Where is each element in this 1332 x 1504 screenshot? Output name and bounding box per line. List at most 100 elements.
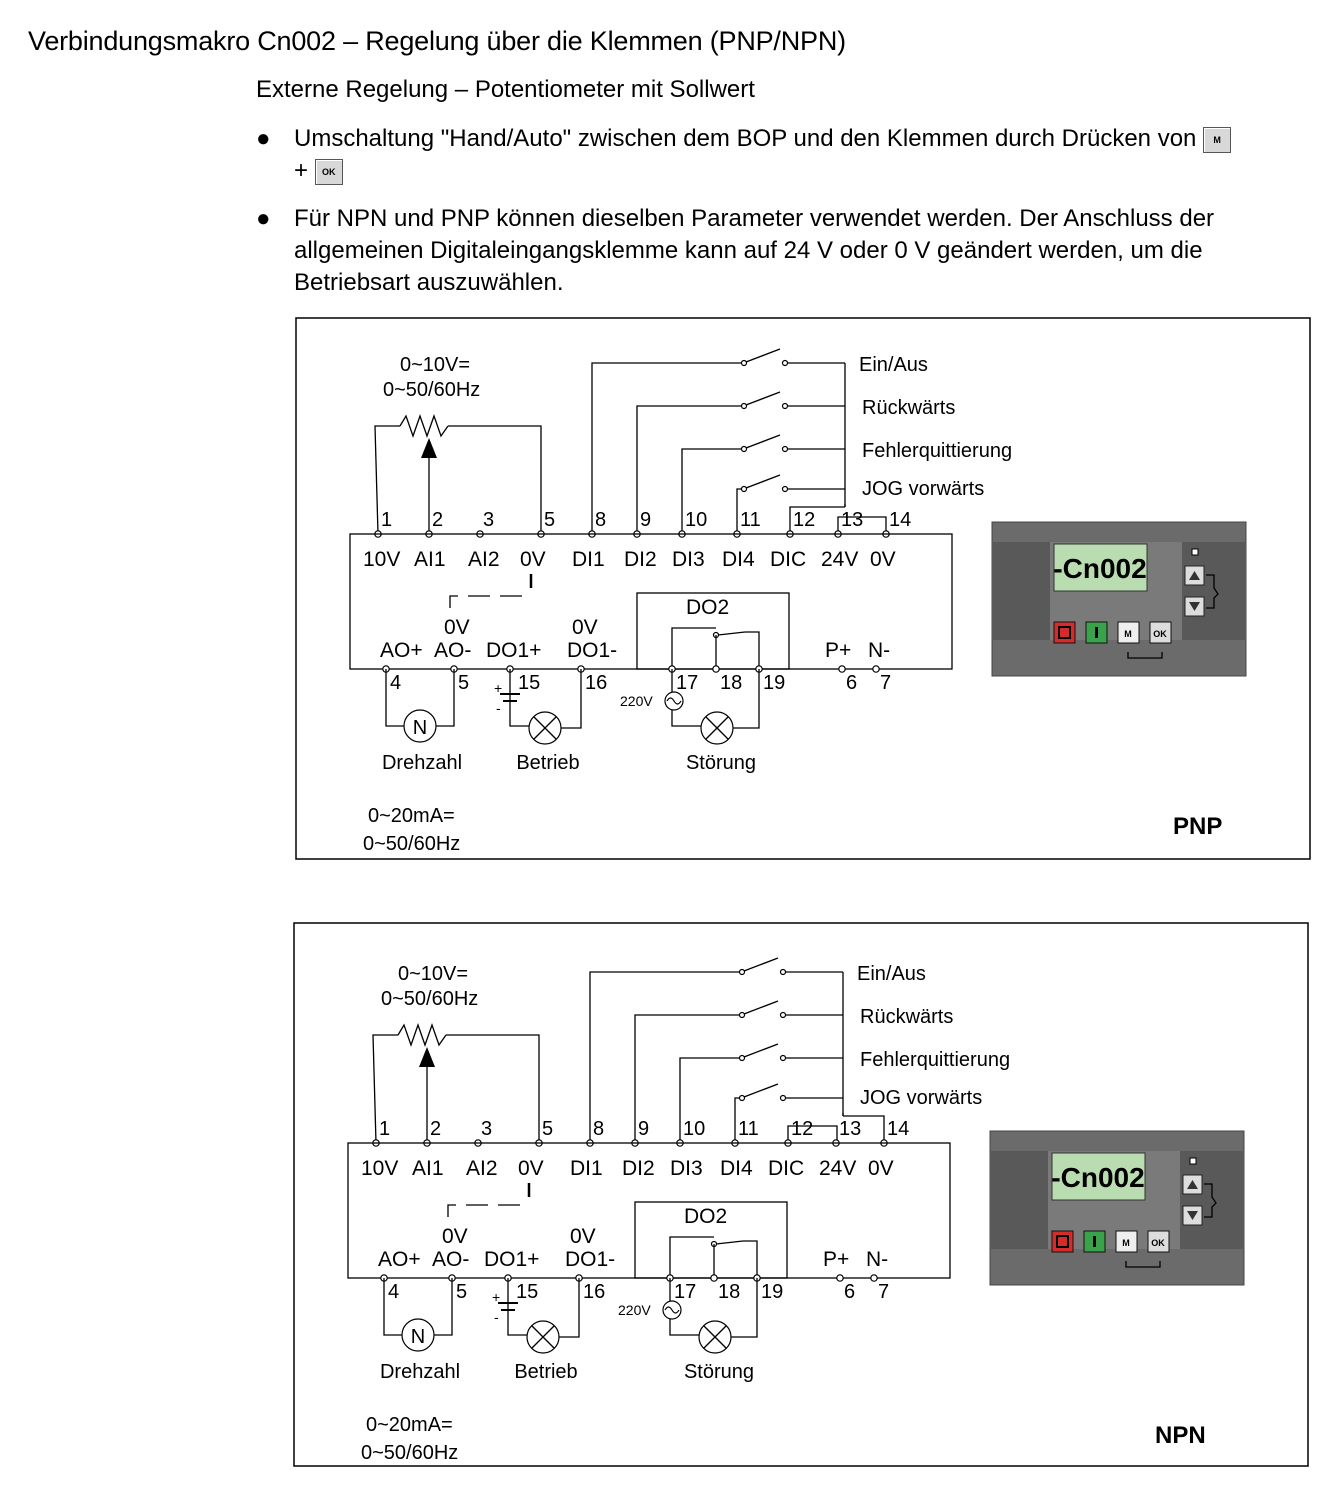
bullet-dot: ● [256,125,271,152]
terminal-name: 10V [363,548,400,571]
section-subtitle: Externe Regelung – Potentiometer mit Sol… [256,76,755,103]
ac-wave [666,697,682,705]
switch-contact [779,1094,787,1102]
output-name: AO+ [378,1248,421,1271]
pot-wire-left [374,425,400,535]
terminal-number: 14 [887,1118,909,1140]
relay-blade-icon [715,1240,744,1245]
wiper-arrow-icon [419,1047,435,1067]
current-frequency-label: 0~50/60Hz [363,833,460,855]
switch-contact [738,968,746,976]
pot-wire-left [372,1034,398,1144]
lamp-wire [509,669,529,727]
terminal-name: AI2 [466,1157,498,1180]
page-title: Verbindungsmakro Cn002 – Regelung über d… [28,26,846,56]
meter-letter: N [413,717,427,739]
switch-contact [781,359,789,367]
switch-blade-icon [745,391,781,406]
switch-label: Ein/Aus [859,354,928,376]
terminal-number: 5 [458,672,469,694]
terminal-name: 24V [819,1157,856,1180]
switch-contact [779,1054,787,1062]
switch-label: Fehlerquittierung [862,440,1012,462]
terminal-name: DI4 [720,1157,753,1180]
switch-blade-icon [745,434,781,449]
switch-contact [740,359,748,367]
switch-label: JOG vorwärts [862,478,984,500]
switch-label: JOG vorwärts [860,1087,982,1109]
up-arrow-icon [1187,1180,1198,1189]
m-key-icon: M [1203,126,1232,153]
terminal-dot [712,665,720,673]
dic-24v-link [837,516,887,534]
hand-symbol-line [1127,652,1163,659]
pot-frequency-label: 0~50/60Hz [383,379,480,401]
terminal-dot [838,665,846,673]
status-led-icon [1189,1157,1197,1165]
m-button-label: M [1122,1238,1130,1248]
switch-contact [738,1054,746,1062]
bop-lcd [1053,543,1148,592]
terminal-number: 10 [683,1118,705,1140]
switch-contact [779,968,787,976]
load-label: Drehzahl [380,1361,460,1383]
ok-button-icon [1149,621,1172,644]
bop-lcd [1051,1152,1146,1201]
status-led-icon [1191,548,1199,556]
output-name: AO+ [380,639,423,662]
ok-button-icon [1147,1230,1170,1253]
lamp-wire [669,1278,699,1336]
switch-wire-left [634,1014,740,1143]
load-label: Betrieb [514,1361,577,1383]
current-frequency-label: 0~50/60Hz [361,1442,458,1464]
bop-display-text: -Cn002 [1053,553,1146,584]
switch-wire-left [736,488,742,534]
stop-symbol [1056,1235,1069,1248]
switch-contact [781,445,789,453]
terminal-number: 16 [585,672,607,694]
terminal-name: 24V [821,548,858,571]
load-label: Drehzahl [382,752,462,774]
terminal-number: 15 [518,672,540,694]
terminal-number: 14 [889,509,911,531]
terminal-number: 1 [379,1118,390,1140]
dic-0v-link [787,1125,838,1143]
mode-label: NPN [1155,1422,1206,1449]
hand-symbol-line [1125,1261,1161,1268]
ac-wave [664,1306,680,1314]
terminal-dot [872,665,880,673]
terminal-number: 17 [676,672,698,694]
ok-button-label: OK [1151,1238,1165,1248]
wiper-arrow-icon [421,438,437,458]
pot-wire-right [446,1034,540,1143]
switch-wire-left [734,1097,740,1143]
pot-frequency-label: 0~50/60Hz [381,988,478,1010]
terminal-number: 1 [381,509,392,531]
switch-label: Rückwärts [862,397,955,419]
down-arrow-icon [1189,602,1200,611]
terminal-number: 5 [456,1281,467,1303]
terminal-number: 2 [432,509,443,531]
switch-wire-left [636,405,742,534]
terminal-number: 17 [674,1281,696,1303]
switch-contact [740,402,748,410]
terminal-number: 2 [430,1118,441,1140]
terminal-dot [836,1274,844,1282]
battery-plus: + [492,1289,500,1305]
terminal-number: 6 [846,672,857,694]
terminal-name: DIC [768,1157,804,1180]
current-range-label: 0~20mA= [368,805,455,827]
terminal-number: 10 [685,509,707,531]
battery-minus: - [494,1309,499,1325]
do2-label: DO2 [686,596,729,619]
do2-label: DO2 [684,1205,727,1228]
switch-blade-icon [743,1043,779,1058]
switch-contact [781,485,789,493]
voltage-label: 220V [620,693,653,709]
relay-wire [745,631,760,669]
arrow-bracket-line [1206,574,1219,609]
switch-blade-icon [745,348,781,363]
switch-contact [740,485,748,493]
pot-voltage-label: 0~10V= [400,354,470,376]
